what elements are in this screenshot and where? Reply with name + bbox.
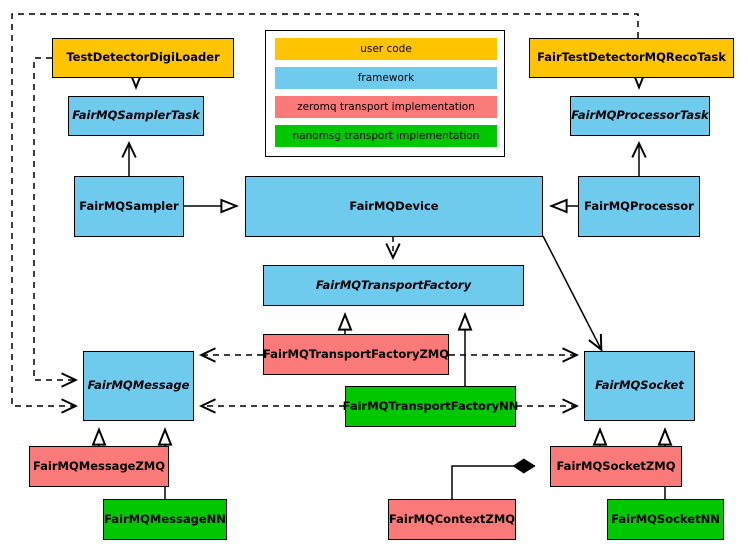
class-name-label: FairMQSampler xyxy=(79,198,179,213)
class-box-fairmqcontextzmq[interactable]: FairMQContextZMQ xyxy=(388,499,516,540)
class-box-fairmqsamplertask[interactable]: FairMQSamplerTask xyxy=(68,96,204,136)
legend-item-user-code: user code xyxy=(275,38,497,60)
class-name-label: FairMQDevice xyxy=(349,198,439,213)
edge-contextzmq-socketzmq xyxy=(451,458,536,499)
legend-label: user code xyxy=(360,43,412,55)
class-name-label: FairMQSocketZMQ xyxy=(556,458,676,473)
class-box-fairmqmessagenn[interactable]: FairMQMessageNN xyxy=(103,499,227,540)
class-name-label: TestDetectorDigiLoader xyxy=(66,50,220,65)
class-box-fairmqtransportfactorynn[interactable]: FairMQTransportFactoryNN xyxy=(342,386,519,427)
class-name-label: FairMQProcessorTask xyxy=(571,108,709,123)
class-name-label: FairMQContextZMQ xyxy=(388,511,516,526)
class-name-label: FairMQMessageNN xyxy=(104,511,226,526)
class-box-fairmqtransportfactoryzmq[interactable]: FairMQTransportFactoryZMQ xyxy=(263,334,449,375)
class-name-label: FairMQTransportFactory xyxy=(315,277,472,292)
edge-digiloader-message xyxy=(33,57,75,380)
class-name-label: FairMQProcessor xyxy=(584,198,694,213)
legend-label: nanomsg transport implementation xyxy=(292,130,480,142)
class-box-fairmqmessage[interactable]: FairMQMessage xyxy=(83,351,194,421)
class-name-label: FairMQMessageZMQ xyxy=(32,458,166,473)
edge-device-socket xyxy=(542,235,601,349)
class-box-fairtestdetectormqrecotask[interactable]: FairTestDetectorMQRecoTask xyxy=(529,38,734,78)
legend: user code framework zeromq transport imp… xyxy=(265,30,505,157)
class-box-testdetectordigiloader[interactable]: TestDetectorDigiLoader xyxy=(52,38,234,78)
class-name-label: FairMQMessage xyxy=(87,378,190,393)
class-box-fairmqsampler[interactable]: FairMQSampler xyxy=(74,176,184,237)
class-box-fairmqsocket[interactable]: FairMQSocket xyxy=(584,351,695,421)
class-name-label: FairTestDetectorMQRecoTask xyxy=(537,50,726,65)
edge-recotask-message xyxy=(11,13,639,406)
class-name-label: FairMQTransportFactoryNN xyxy=(342,398,519,413)
class-box-fairmqmessagezmq[interactable]: FairMQMessageZMQ xyxy=(29,446,169,487)
class-box-fairmqsocketzmq[interactable]: FairMQSocketZMQ xyxy=(550,446,682,487)
legend-item-zeromq: zeromq transport implementation xyxy=(275,96,497,118)
class-name-label: FairMQSamplerTask xyxy=(72,108,200,123)
class-name-label: FairMQSocket xyxy=(595,378,684,393)
legend-label: framework xyxy=(357,72,415,84)
legend-item-nanomsg: nanomsg transport implementation xyxy=(275,125,497,147)
legend-item-framework: framework xyxy=(275,67,497,89)
class-box-fairmqsocketnn[interactable]: FairMQSocketNN xyxy=(607,499,724,540)
class-box-fairmqprocessortask[interactable]: FairMQProcessorTask xyxy=(570,96,710,136)
class-name-label: FairMQSocketNN xyxy=(611,511,720,526)
class-box-fairmqtransportfactory[interactable]: FairMQTransportFactory xyxy=(263,265,524,306)
class-box-fairmqprocessor[interactable]: FairMQProcessor xyxy=(578,176,700,237)
class-name-label: FairMQTransportFactoryZMQ xyxy=(263,346,450,361)
class-box-fairmqdevice[interactable]: FairMQDevice xyxy=(245,176,543,237)
legend-label: zeromq transport implementation xyxy=(297,101,475,113)
